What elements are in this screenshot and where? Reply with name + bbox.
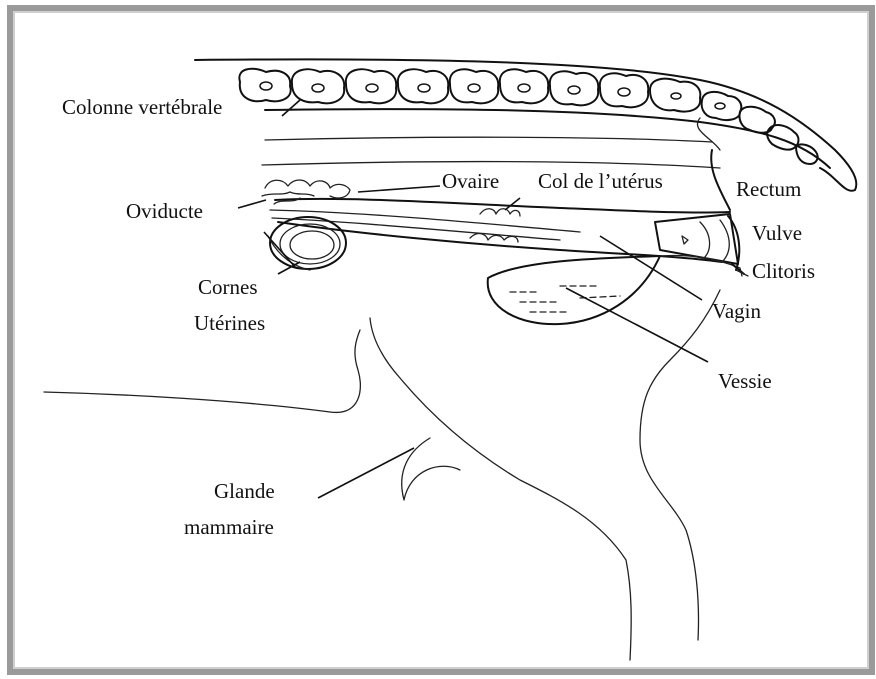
cervix (480, 209, 520, 216)
label-rectum: Rectum (736, 177, 801, 201)
vertebrae (239, 69, 817, 164)
label-vagin: Vagin (712, 299, 761, 323)
label-colonne-vertebrale: Colonne vertébrale (62, 95, 222, 119)
vertebral-column (195, 59, 856, 190)
label-uterines: Utérines (194, 311, 265, 335)
reproductive-tract (262, 150, 744, 324)
label-mammaire: mammaire (184, 515, 274, 539)
label-clitoris: Clitoris (752, 259, 815, 283)
label-leader-lines (238, 100, 708, 498)
label-glande: Glande (214, 479, 275, 503)
label-vessie: Vessie (718, 369, 772, 393)
label-ovaire: Ovaire (442, 169, 499, 193)
label-cornes: Cornes (198, 275, 258, 299)
body-outline (44, 290, 720, 660)
label-col-uterus: Col de l’utérus (538, 169, 663, 193)
label-oviducte: Oviducte (126, 199, 203, 223)
uterine-horns (268, 217, 346, 270)
bladder (488, 256, 660, 324)
label-vulve: Vulve (752, 221, 802, 245)
